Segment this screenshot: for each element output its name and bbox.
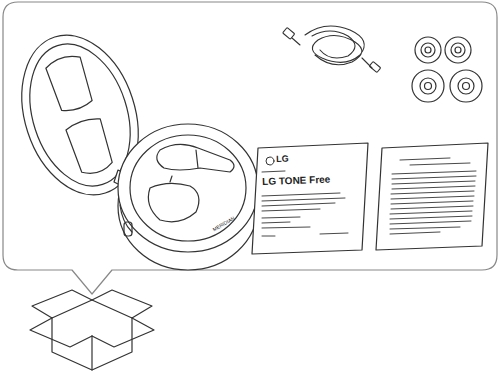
brand-logo: LG bbox=[276, 155, 289, 164]
